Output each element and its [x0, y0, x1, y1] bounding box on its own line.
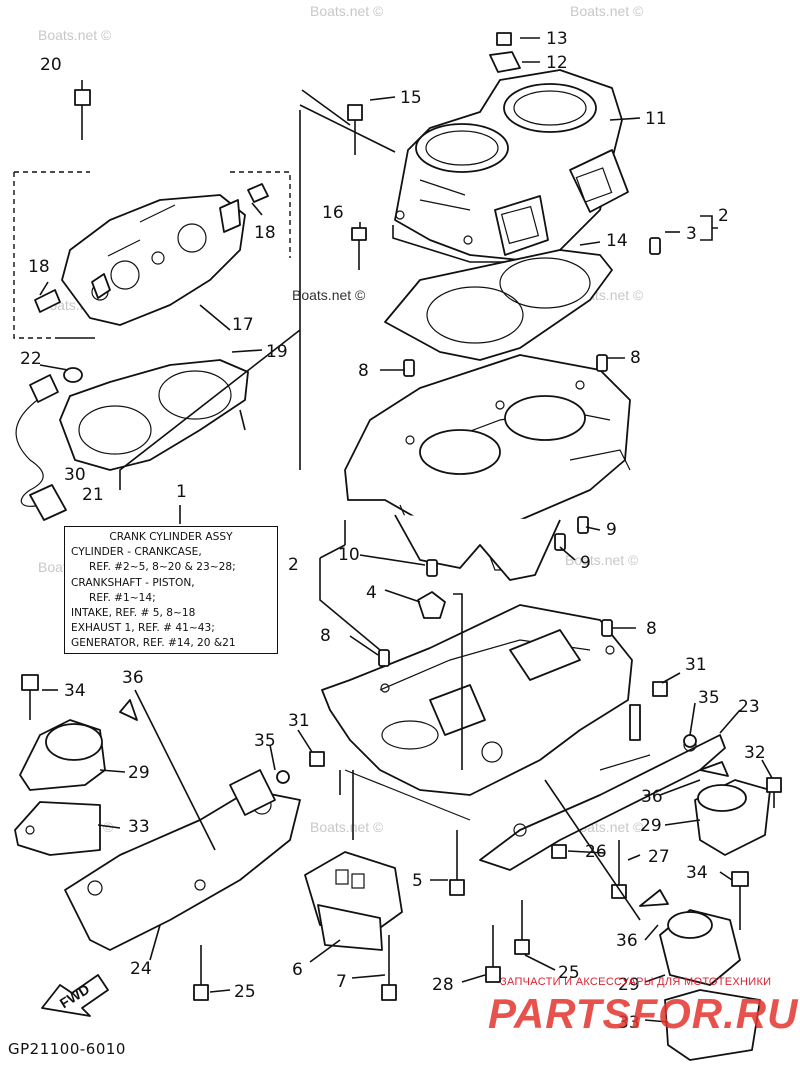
callout-2: 2	[288, 555, 299, 575]
legend-line: CRANKSHAFT - PISTON,	[71, 576, 195, 589]
callout-3: 3	[686, 224, 697, 244]
watermark-dark: Boats.net ©	[292, 287, 366, 303]
callout-33: 33	[618, 1013, 640, 1033]
callout-27: 27	[648, 847, 670, 867]
callout-29: 29	[128, 763, 150, 783]
watermark: Boats.net ©	[310, 819, 384, 835]
callout-4: 4	[366, 583, 377, 603]
callout-6: 6	[292, 960, 303, 980]
callout-19: 19	[266, 342, 288, 362]
callout-23: 23	[738, 697, 760, 717]
callout-21: 21	[82, 485, 104, 505]
callout-13: 13	[546, 29, 568, 49]
bolts	[21, 32, 782, 1001]
rear-engine-bracket	[479, 734, 726, 871]
legend-line: CYLINDER - CRANKCASE,	[71, 546, 202, 559]
callout-8: 8	[320, 626, 331, 646]
legend-line: GENERATOR, REF. #14, 20 &21	[71, 637, 236, 650]
callout-18: 18	[28, 257, 50, 277]
engine-mount-right-upper	[694, 779, 771, 856]
diagram-code: GP21100-6010	[8, 1040, 126, 1058]
callout-30: 30	[64, 465, 86, 485]
fwd-arrow: FWD	[41, 974, 109, 1017]
head-group-outline	[13, 171, 291, 339]
leader-lines	[39, 37, 773, 1023]
callout-12: 12	[546, 53, 568, 73]
watermark: Boats.net ©	[38, 27, 112, 43]
callout-17: 17	[232, 315, 254, 335]
legend-line: EXHAUST 1, REF. # 41~43;	[71, 622, 215, 635]
callout-9: 9	[606, 520, 617, 540]
callout-8: 8	[646, 619, 657, 639]
callout-36: 36	[122, 668, 144, 688]
callout-33: 33	[128, 817, 150, 837]
head-gasket	[59, 359, 249, 471]
callout-31: 31	[288, 711, 310, 731]
callout-7: 7	[336, 972, 347, 992]
lower-crankcase	[321, 604, 633, 821]
callout-16: 16	[322, 203, 344, 223]
electrical-box	[304, 851, 403, 951]
legend-title: CRANK CYLINDER ASSY	[109, 531, 233, 543]
callout-32: 32	[744, 743, 766, 763]
watermark: Boats.net ©	[565, 552, 639, 568]
legend-line: REF. #1~14;	[89, 591, 156, 604]
brand-tagline: ЗАПЧАСТИ И АКСЕССУАРЫ ДЛЯ МОТОТЕХНИКИ	[500, 976, 772, 988]
callout-18: 18	[254, 223, 276, 243]
callout-9: 9	[580, 553, 591, 573]
callout-numbers: 1 2 2 3 4 5 6 7 8 8 8 8 9 9 10 11 12 13 …	[20, 29, 766, 1033]
callout-10: 10	[338, 545, 360, 565]
callout-29: 29	[640, 816, 662, 836]
callout-36: 36	[616, 931, 638, 951]
callout-36: 36	[641, 787, 663, 807]
cylinder-head	[61, 194, 246, 326]
legend-line: INTAKE, REF. # 5, 8~18	[71, 607, 196, 620]
callout-20: 20	[40, 55, 62, 75]
upper-crankcase	[344, 354, 631, 581]
callout-34: 34	[686, 863, 708, 883]
cylinder-block	[394, 69, 629, 261]
legend-line: REF. #2~5, 8~20 & 23~28;	[89, 561, 236, 574]
callout-8: 8	[630, 348, 641, 368]
watermark: Boats.net ©	[310, 3, 384, 19]
dowel-pins	[34, 183, 729, 907]
callout-14: 14	[606, 231, 628, 251]
callout-31: 31	[685, 655, 707, 675]
callout-24: 24	[130, 959, 152, 979]
callout-26: 26	[585, 842, 607, 862]
callout-22: 22	[20, 349, 42, 369]
callout-29: 29	[618, 975, 640, 995]
cylinder-base-gasket	[384, 249, 613, 361]
callout-35: 35	[698, 688, 720, 708]
callout-25: 25	[558, 963, 580, 983]
callout-2: 2	[718, 206, 729, 226]
callout-1: 1	[176, 482, 187, 502]
callout-28: 28	[432, 975, 454, 995]
callout-25: 25	[234, 982, 256, 1002]
assembly-legend: CRANK CYLINDER ASSY CYLINDER - CRANKCASE…	[64, 526, 278, 654]
callout-35: 35	[254, 731, 276, 751]
engine-mount-right-lower	[659, 909, 761, 1061]
water-hose	[15, 367, 83, 521]
callout-34: 34	[64, 681, 86, 701]
callout-5: 5	[412, 871, 423, 891]
watermark: Boats.net ©	[570, 3, 644, 19]
callout-11: 11	[645, 109, 667, 129]
callout-15: 15	[400, 88, 422, 108]
brand-logo: PARTSFOR.RU	[488, 990, 799, 1037]
callout-8: 8	[358, 361, 369, 381]
front-engine-bracket	[64, 769, 301, 951]
engine-mount-left	[14, 719, 106, 856]
